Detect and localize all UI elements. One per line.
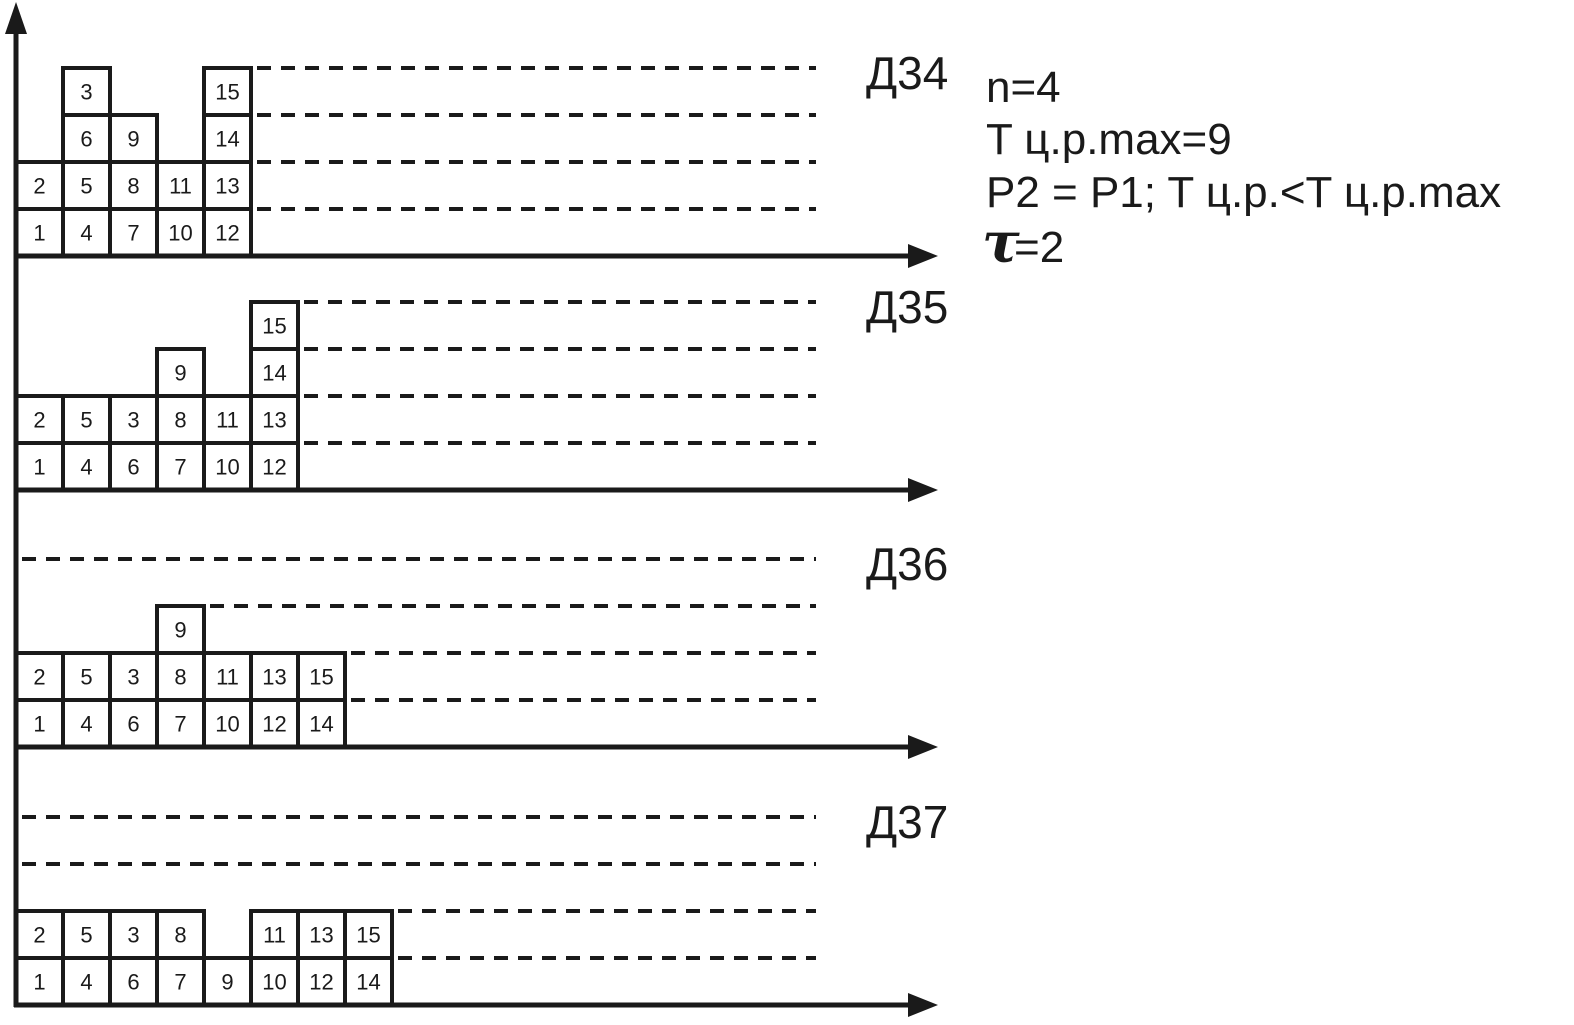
- task-number: 10: [168, 221, 192, 246]
- task-number: 5: [80, 174, 92, 199]
- task-number: 7: [127, 221, 139, 246]
- task-number: 11: [216, 408, 239, 433]
- task-number: 14: [309, 712, 333, 737]
- task-cell: [61, 956, 112, 1007]
- task-cell: [155, 347, 206, 398]
- diagram-label: Д34: [866, 47, 948, 99]
- task-number: 2: [33, 923, 45, 948]
- task-number: 3: [127, 923, 139, 948]
- task-number: 9: [127, 127, 139, 152]
- task-number: 3: [127, 408, 139, 433]
- task-number: 8: [174, 923, 186, 948]
- task-number: 10: [215, 455, 239, 480]
- axes: [5, 2, 938, 1017]
- task-cell: [202, 66, 253, 117]
- task-number: 7: [174, 455, 186, 480]
- task-number: 12: [215, 221, 239, 246]
- task-number: 15: [309, 665, 333, 690]
- task-number: 4: [80, 455, 92, 480]
- task-number: 1: [33, 712, 45, 737]
- vertical-axis-arrow-icon: [5, 2, 27, 34]
- time-axis-arrow-icon: [908, 244, 938, 268]
- task-number: 6: [80, 127, 92, 152]
- task-number: 11: [216, 665, 239, 690]
- info-line-condition: P2 = P1; T ц.р.<T ц.р.max: [986, 168, 1501, 217]
- task-number: 4: [80, 712, 92, 737]
- task-cell: [202, 394, 253, 445]
- task-cell: [155, 651, 206, 702]
- time-axis-arrow-icon: [908, 478, 938, 502]
- task-cell: [61, 113, 112, 164]
- task-number: 8: [174, 408, 186, 433]
- task-number: 7: [174, 970, 186, 995]
- task-cell: [155, 604, 206, 655]
- task-number: 11: [169, 174, 192, 199]
- task-number: 13: [262, 408, 286, 433]
- task-number: 6: [127, 455, 139, 480]
- task-cell: [202, 113, 253, 164]
- task-cell: [108, 113, 159, 164]
- info-block: n=4 T ц.р.max=9 P2 = P1; T ц.р.<T ц.р.ma…: [982, 63, 1501, 276]
- task-number: 10: [215, 712, 239, 737]
- task-cell: [296, 651, 347, 702]
- task-number: 3: [80, 80, 92, 105]
- task-number: 8: [174, 665, 186, 690]
- task-number: 14: [262, 361, 286, 386]
- task-number: 1: [33, 221, 45, 246]
- diagram-label: Д35: [866, 281, 948, 333]
- task-number: 12: [262, 712, 286, 737]
- task-number: 2: [33, 408, 45, 433]
- task-number: 3: [127, 665, 139, 690]
- info-line-n: n=4: [986, 63, 1061, 112]
- task-cell: [202, 160, 253, 211]
- tau-symbol: τ: [982, 210, 1020, 276]
- task-number: 10: [262, 970, 286, 995]
- tau-value: =2: [1014, 223, 1064, 272]
- task-cell: [343, 909, 394, 960]
- dashed-level-lines: [22, 66, 816, 960]
- task-number: 9: [174, 361, 186, 386]
- task-cell: [61, 909, 112, 960]
- task-number: 15: [356, 923, 380, 948]
- task-number: 14: [356, 970, 380, 995]
- time-axis-arrow-icon: [908, 735, 938, 759]
- task-number: 13: [215, 174, 239, 199]
- task-number: 9: [221, 970, 233, 995]
- task-number: 1: [33, 455, 45, 480]
- task-number: 5: [80, 923, 92, 948]
- task-number: 1: [33, 970, 45, 995]
- diagram-label: Д37: [866, 796, 948, 848]
- time-axis-arrow-icon: [908, 993, 938, 1017]
- task-number: 5: [80, 408, 92, 433]
- task-number: 4: [80, 970, 92, 995]
- task-cells: 1245637891011121314151245637891011121314…: [14, 66, 394, 1007]
- task-number: 11: [263, 923, 286, 948]
- task-number: 6: [127, 712, 139, 737]
- task-number: 15: [215, 80, 239, 105]
- task-number: 13: [309, 923, 333, 948]
- diagram-label: Д36: [866, 538, 948, 590]
- task-number: 7: [174, 712, 186, 737]
- task-cell: [108, 207, 159, 258]
- task-number: 5: [80, 665, 92, 690]
- task-cell: [61, 66, 112, 117]
- task-cell: [155, 909, 206, 960]
- task-number: 12: [262, 455, 286, 480]
- info-line-tmax: T ц.р.max=9: [986, 115, 1232, 164]
- task-number: 2: [33, 174, 45, 199]
- task-number: 6: [127, 970, 139, 995]
- task-number: 8: [127, 174, 139, 199]
- task-number: 2: [33, 665, 45, 690]
- task-number: 15: [262, 314, 286, 339]
- task-number: 9: [174, 618, 186, 643]
- task-number: 14: [215, 127, 239, 152]
- task-cell: [249, 300, 300, 351]
- task-number: 13: [262, 665, 286, 690]
- task-number: 12: [309, 970, 333, 995]
- task-number: 4: [80, 221, 92, 246]
